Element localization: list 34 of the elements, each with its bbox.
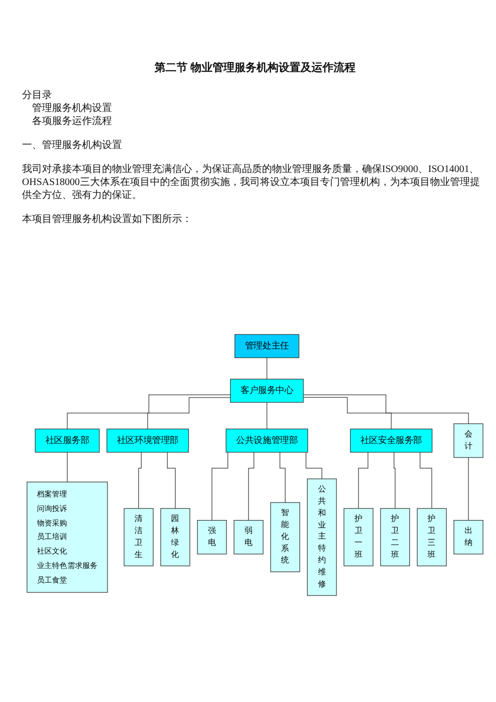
connector: [66, 452, 68, 482]
connector: [303, 394, 469, 424]
node-box: 清洁卫生: [124, 508, 154, 566]
node-box: 社区环境管理部: [106, 428, 189, 453]
node-box: 园林绿化: [160, 508, 190, 566]
node-box: 会计: [454, 423, 484, 458]
connector: [138, 452, 144, 509]
connector: [468, 457, 469, 521]
node-box: 客户服务中心: [230, 378, 304, 403]
paragraph: 我司对承接本项目的物业管理充满信心，为保证高品质的物业管理服务质量，确保ISO9000、ISO14001、OHSAS18000三大体系在项目中的全面贯彻实施，我司将设立本项目专门管理机构，为本项目物业管理提供全方位、强有力的保证。: [22, 163, 481, 202]
node-box: 护卫一班: [344, 508, 374, 566]
figure-intro: 本项目管理服务机构设置如下图所示：: [22, 213, 193, 226]
toc-item: 各项服务运作流程: [31, 115, 113, 128]
node-box: 护卫三班: [416, 508, 447, 566]
node-box: 公共和业主特约维修: [307, 478, 337, 596]
connector: [392, 452, 396, 509]
node-box: 强电: [197, 520, 227, 554]
node-box: 护卫二班: [380, 508, 410, 566]
node-box: 社区服务部: [34, 428, 100, 453]
connector: [66, 394, 231, 430]
node-box: 管理处主任: [234, 334, 300, 358]
node-box: 出纳: [454, 520, 484, 554]
section-heading: 一、管理服务机构设置: [22, 139, 123, 152]
node-box: 公共设施管理部: [226, 428, 308, 453]
connector: [147, 397, 231, 430]
title: 第二节 物业管理服务机构设置及运作流程: [154, 60, 356, 75]
toc-heading: 分目录: [22, 89, 53, 102]
node-box: 社区安全服务部: [350, 428, 432, 453]
toc-item: 管理服务机构设置: [31, 102, 113, 115]
connector: [266, 402, 268, 430]
node-box: 智能化系统: [270, 502, 300, 572]
node-box: 弱电: [234, 520, 264, 554]
connector: [266, 357, 268, 380]
connector: [303, 396, 392, 430]
